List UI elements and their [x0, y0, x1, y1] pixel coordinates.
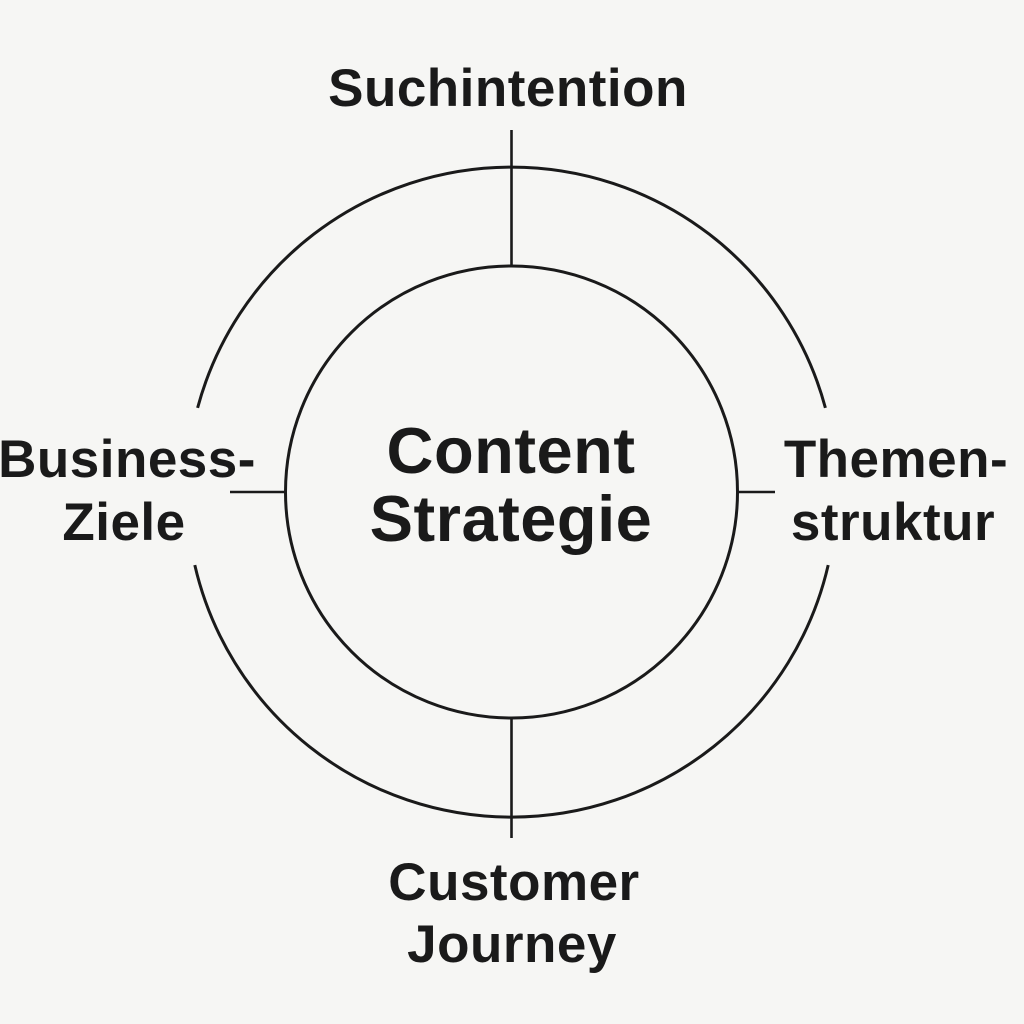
label-left-line2: Ziele — [62, 493, 185, 552]
center-title-line2: Strategie — [370, 482, 653, 555]
label-right-line2: struktur — [791, 493, 995, 552]
center-title-line1: Content — [387, 414, 636, 487]
label-bottom-line2: Journey — [407, 915, 617, 974]
label-top-suchintention: Suchintention — [328, 59, 688, 118]
label-right-line1: Themen- — [784, 430, 1008, 489]
label-bottom-line1: Customer — [388, 853, 639, 912]
label-left-line1: Business- — [0, 430, 256, 489]
